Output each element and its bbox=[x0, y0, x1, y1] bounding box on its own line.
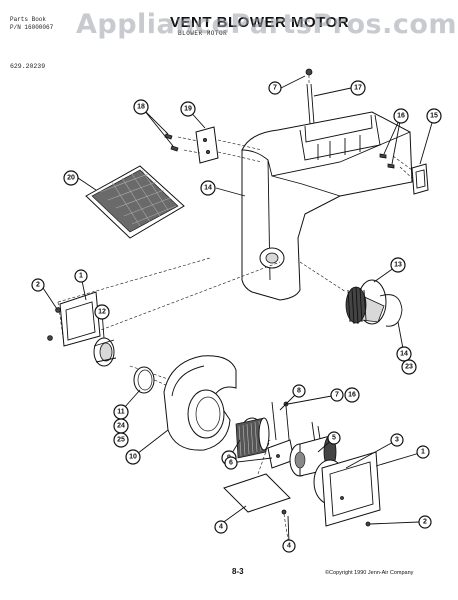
callout-3: 3 bbox=[390, 433, 404, 447]
callout-9: 8 bbox=[292, 384, 306, 398]
svg-text:24: 24 bbox=[117, 423, 125, 430]
callout-8: 7 bbox=[330, 388, 344, 402]
diagram-title: VENT BLOWER MOTOR bbox=[170, 14, 350, 31]
part-rod bbox=[305, 68, 315, 125]
svg-text:7: 7 bbox=[335, 392, 339, 399]
svg-text:8: 8 bbox=[297, 388, 301, 395]
callout-6: 6 bbox=[224, 456, 238, 470]
svg-text:1: 1 bbox=[79, 273, 83, 280]
watermark: AppliancePartsPros.com bbox=[76, 9, 458, 40]
svg-text:14: 14 bbox=[204, 185, 212, 192]
part-duct-housing bbox=[241, 111, 413, 301]
part-right-bracket bbox=[411, 163, 429, 195]
svg-text:23: 23 bbox=[405, 364, 413, 371]
part-mounting-plate-right bbox=[321, 451, 381, 527]
callout-13: 12 bbox=[94, 304, 110, 320]
svg-text:4: 4 bbox=[219, 524, 223, 531]
svg-text:11: 11 bbox=[117, 409, 125, 416]
callout-2-lower: 2 bbox=[418, 515, 432, 529]
callout-24: 23 bbox=[401, 359, 417, 375]
part-blower-housing bbox=[163, 355, 237, 451]
svg-text:15: 15 bbox=[430, 113, 438, 120]
callout-25: 24 bbox=[113, 418, 129, 434]
parts-book-label: Parts Book bbox=[10, 16, 47, 23]
callout-4-left: 4 bbox=[214, 520, 228, 534]
callout-18: 15 bbox=[426, 108, 442, 124]
svg-text:7: 7 bbox=[273, 85, 277, 92]
svg-text:19: 19 bbox=[184, 106, 192, 113]
callout-1-upper: 1 bbox=[74, 269, 88, 283]
part-grease-filter bbox=[85, 165, 185, 239]
svg-text:16: 16 bbox=[397, 113, 405, 120]
callout-15: 13 bbox=[390, 257, 406, 273]
callout-1-lower: 1 bbox=[416, 445, 430, 459]
part-number-label: P/N 16000067 bbox=[10, 24, 54, 31]
part-screws-right bbox=[379, 153, 413, 179]
callout-14: 14 bbox=[396, 346, 412, 362]
svg-text:4: 4 bbox=[287, 543, 291, 550]
callout-17: 14 bbox=[200, 180, 216, 196]
svg-text:2: 2 bbox=[423, 519, 427, 526]
part-blower-wheel bbox=[235, 417, 270, 459]
doc-number: 629.20239 bbox=[10, 63, 46, 70]
svg-text:10: 10 bbox=[129, 454, 137, 461]
part-blower-wheel-assembly bbox=[299, 261, 403, 327]
svg-text:14: 14 bbox=[400, 351, 408, 358]
page-number: 8-3 bbox=[232, 567, 244, 576]
part-screw-left bbox=[47, 307, 61, 341]
callout-11: 10 bbox=[125, 449, 141, 465]
callout-19: 16 bbox=[393, 108, 409, 124]
svg-text:13: 13 bbox=[394, 262, 402, 269]
part-clamp-ring bbox=[133, 366, 155, 394]
svg-text:25: 25 bbox=[117, 437, 125, 444]
svg-text:6: 6 bbox=[229, 460, 233, 467]
callout-12: 11 bbox=[113, 404, 129, 420]
svg-text:1: 1 bbox=[421, 449, 425, 456]
callout-20: 17 bbox=[350, 80, 366, 96]
copyright: ©Copyright 1990 Jenn-Air Company bbox=[325, 570, 414, 576]
part-mounting-plate-left bbox=[59, 291, 101, 347]
callout-5: 5 bbox=[327, 431, 341, 445]
part-collar-ring bbox=[93, 337, 117, 367]
callout-26: 25 bbox=[113, 432, 129, 448]
svg-text:17: 17 bbox=[354, 85, 362, 92]
svg-text:5: 5 bbox=[332, 435, 336, 442]
part-screws-upper-left bbox=[164, 133, 201, 154]
svg-text:20: 20 bbox=[67, 175, 75, 182]
diagram-subtitle: BLOWER MOTOR bbox=[178, 30, 228, 37]
svg-text:2: 2 bbox=[36, 282, 40, 289]
callout-16: 16 bbox=[344, 387, 360, 403]
svg-text:3: 3 bbox=[395, 437, 399, 444]
svg-text:18: 18 bbox=[137, 104, 145, 111]
callout-22: 19 bbox=[180, 101, 196, 117]
part-base-plate bbox=[223, 439, 371, 541]
svg-text:12: 12 bbox=[98, 309, 106, 316]
callout-7: 7 bbox=[268, 81, 282, 95]
callout-23: 20 bbox=[63, 170, 79, 186]
callout-2-upper: 2 bbox=[31, 278, 45, 292]
callout-4-bottom: 4 bbox=[282, 539, 296, 553]
callout-21: 18 bbox=[133, 99, 149, 115]
part-bracket bbox=[195, 126, 263, 164]
svg-text:16: 16 bbox=[348, 392, 356, 399]
